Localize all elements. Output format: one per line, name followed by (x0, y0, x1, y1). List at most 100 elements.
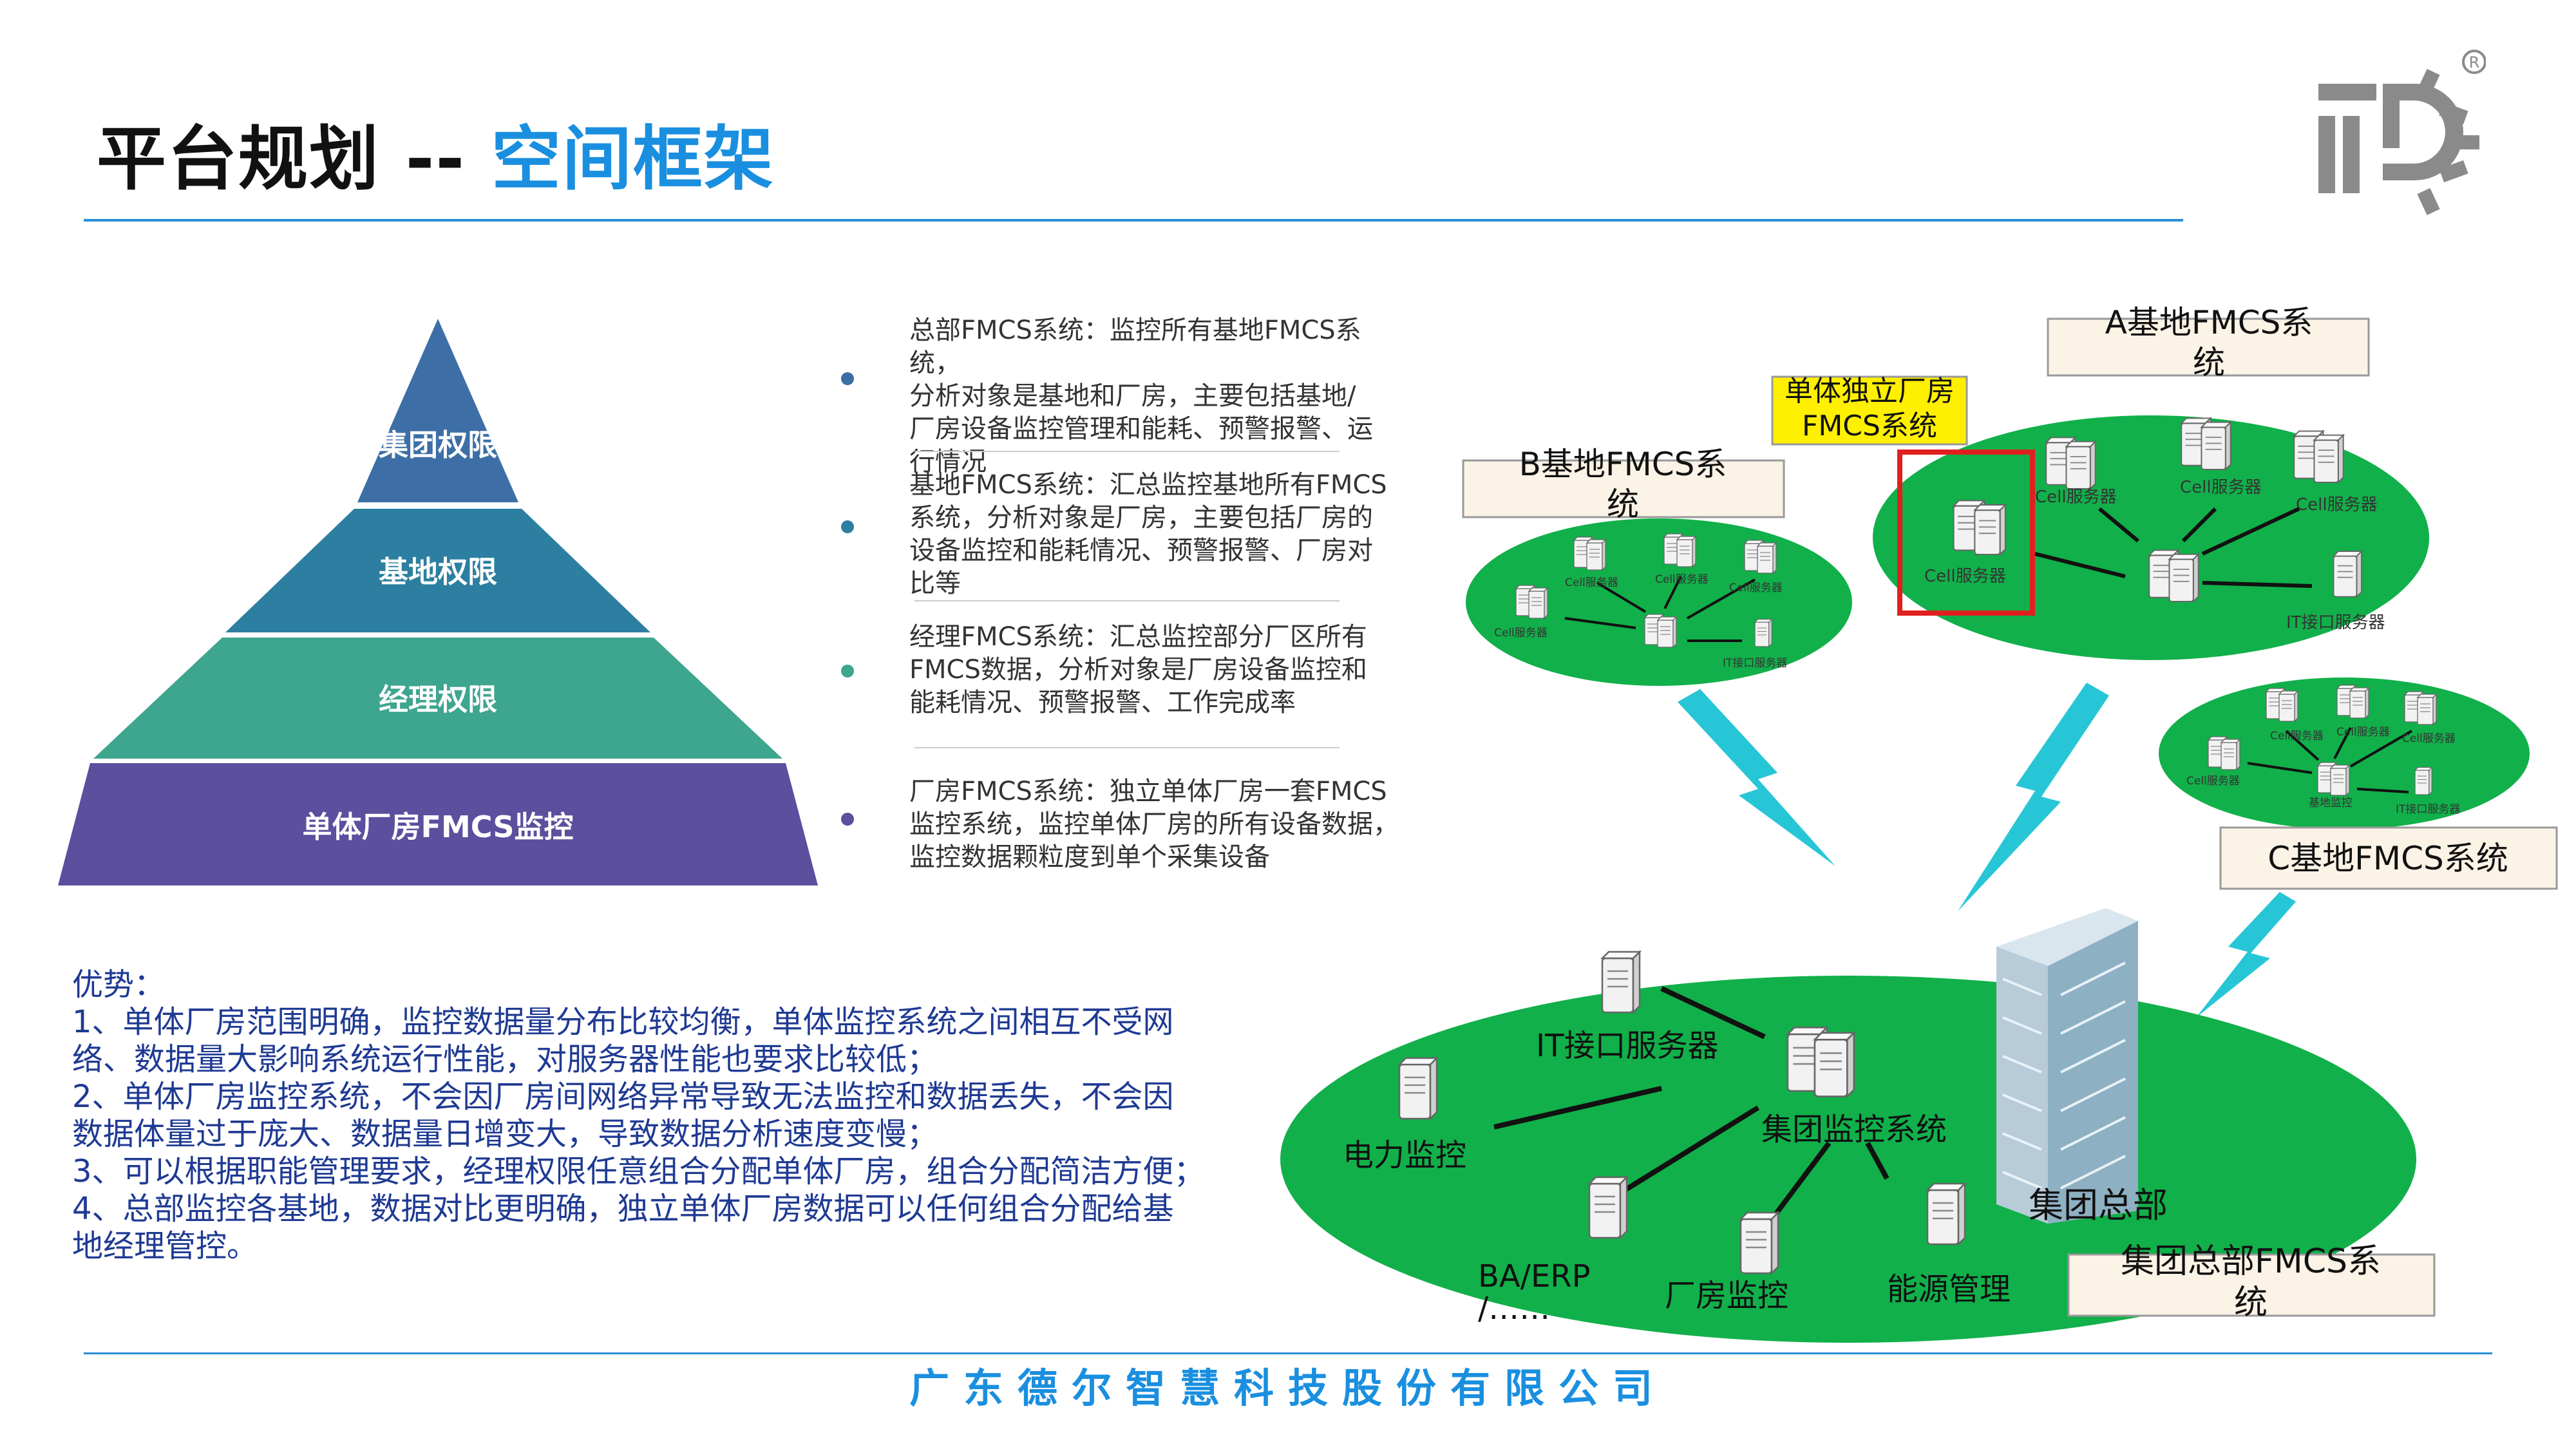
a-cell-server-icon (2181, 418, 2230, 469)
advantages-line: 1、单体厂房范围明确，监控数据量分布比较均衡，单体监控系统之间相互不受网 (72, 1004, 1174, 1040)
a-cell-label: Cell服务器 (2035, 488, 2117, 507)
a-base-ellipse (1873, 415, 2429, 660)
single-plant-label-2: FMCS系统 (1802, 410, 1937, 442)
a-cell-label: Cell服务器 (2180, 478, 2262, 497)
bullet-dot-4 (841, 813, 854, 826)
hq-building-icon (1996, 908, 2138, 1224)
desc-plant-line: 厂房FMCS系统：独立单体厂房一套FMCS (909, 777, 1387, 806)
desc-base-line: 设备监控和能耗情况、预警报警、厂房对 (909, 536, 1373, 565)
hq-power-server-icon (1398, 1057, 1438, 1120)
pyramid-level-1-label: 集团权限 (379, 428, 497, 462)
c-center-server-icon (2318, 762, 2349, 795)
c-center-label: 基地监控 (2309, 797, 2353, 810)
desc-base-line: 系统，分析对象是厂房，主要包括厂房的 (909, 503, 1373, 533)
single-plant-label-box (1771, 375, 1968, 446)
c-cell-server-icon (2337, 685, 2369, 718)
b-it-server-icon (1754, 619, 1772, 647)
desc-hq-line: 分析对象是基地和厂房，主要包括基地/ (909, 381, 1356, 411)
advantages-line: 络、数据量大影响系统运行性能，对服务器性能也要求比较低； (72, 1041, 938, 1077)
hq-it-label: IT接口服务器 (1536, 1028, 1718, 1064)
bullet-dot-2 (841, 520, 854, 533)
hq-it-server-icon (1601, 951, 1641, 1014)
pyramid-level-3-shape (93, 638, 782, 759)
a-cell-label: Cell服务器 (2296, 495, 2378, 515)
b-base-label-box (1462, 459, 1785, 518)
a-base-connections (2034, 507, 2313, 588)
single-plant-label: 单体独立厂房 (1785, 375, 1955, 408)
b-it-label: IT接口服务器 (1723, 657, 1787, 670)
desc-plant-line: 监控系统，监控单体厂房的所有设备数据， (909, 810, 1399, 839)
a-base-label-2: 统 (2193, 344, 2225, 381)
permission-pyramid (58, 319, 818, 886)
desc-manager: 经理FMCS系统：汇总监控部分厂区所有 FMCS数据，分析对象是厂房设备监控和 … (909, 621, 1412, 719)
c-cell-label: Cell服务器 (2336, 726, 2390, 739)
b-center-server-icon (1645, 614, 1676, 647)
a-base-label-box (2047, 317, 2370, 377)
c-base-connections (2247, 727, 2413, 793)
hq-group-server-icon (1788, 1027, 1854, 1096)
footer-rule (84, 1352, 2492, 1354)
pyramid-level-4-label: 单体厂房FMCS监控 (302, 810, 574, 844)
hq-system-label: 集团总部FMCS系 (2121, 1242, 2381, 1281)
footer-company: 广东德尔智慧科技股份有限公司 (909, 1365, 1667, 1412)
single-plant-highlight-box (1897, 450, 2035, 616)
a-cell-server-icon (1954, 500, 2005, 554)
svg-text:R: R (2469, 53, 2480, 71)
b-cell-label: Cell服务器 (1655, 573, 1709, 586)
b-cell-label: Cell服务器 (1494, 627, 1548, 639)
b-cell-server-icon (1516, 585, 1548, 618)
hq-ba-server-icon (1588, 1176, 1628, 1239)
c-base-label-box (2219, 826, 2558, 890)
desc-base-line: 比等 (909, 569, 961, 598)
pyramid-level-2-shape (225, 509, 650, 632)
title-sub: 空间框架 (491, 119, 775, 200)
advantages-line: 数据体量过于庞大、数据量日增变大，导致数据分析速度变慢； (72, 1116, 938, 1152)
advantages-line: 3、可以根据职能管理要求，经理权限任意组合分配单体厂房，组合分配简洁方便； (72, 1153, 1205, 1189)
c-base-label: C基地FMCS系统 (2268, 840, 2508, 877)
hq-plant-server-icon (1739, 1211, 1779, 1274)
advantages-line: 地经理管控。 (72, 1228, 258, 1264)
hq-plant-label: 厂房监控 (1665, 1278, 1788, 1314)
advantages-line: 4、总部监控各基地，数据对比更明确，独立单体厂房数据可以任何组合分配给基 (72, 1191, 1174, 1227)
b-cell-label: Cell服务器 (1729, 582, 1783, 594)
a-cell-server-icon (2046, 437, 2095, 489)
pyramid-level-4-shape (58, 763, 818, 886)
desc-base: 基地FMCS系统：汇总监控基地所有FMCS 系统，分析对象是厂房，主要包括厂房的… (909, 469, 1412, 600)
desc-separator (914, 600, 1340, 601)
a-center-server-icon (2149, 550, 2198, 601)
advantages-line: 2、单体厂房监控系统，不会因厂房间网络异常导致无法监控和数据丢失，不会因 (72, 1079, 1174, 1115)
hq-ba-label: BA/ERP (1478, 1258, 1591, 1294)
hq-group-label: 集团监控系统 (1761, 1112, 1947, 1148)
c-it-server-icon (2414, 767, 2432, 795)
hq-energy-label: 能源管理 (1887, 1271, 2011, 1307)
hq-power-label: 电力监控 (1343, 1137, 1466, 1173)
b-cell-server-icon (1664, 534, 1696, 567)
c-cell-label: Cell服务器 (2186, 775, 2240, 788)
desc-manager-line: 经理FMCS系统：汇总监控部分厂区所有 (909, 622, 1367, 652)
desc-separator (914, 747, 1340, 748)
c-it-label: IT接口服务器 (2396, 803, 2460, 816)
desc-hq: 总部FMCS系统：监控所有基地FMCS系统， 分析对象是基地和厂房，主要包括基地… (909, 314, 1412, 478)
b-cell-server-icon (1745, 540, 1776, 573)
b-base-label: B基地FMCS系 (1519, 446, 1727, 483)
desc-manager-line: FMCS数据，分析对象是厂房设备监控和 (909, 655, 1367, 685)
hq-energy-server-icon (1926, 1182, 1966, 1245)
pyramid-level-2-label: 基地权限 (379, 554, 497, 589)
hq-system-label-2: 统 (2234, 1283, 2268, 1322)
desc-separator (914, 451, 1340, 452)
pyramid-level-1-shape (357, 319, 518, 502)
desc-plant: 厂房FMCS系统：独立单体厂房一套FMCS 监控系统，监控单体厂房的所有设备数据… (909, 775, 1412, 874)
c-cell-server-icon (2405, 692, 2436, 724)
a-cell-label: Cell服务器 (1924, 567, 2006, 586)
desc-hq-line: 厂房设备监控管理和能耗、预警报警、运 (909, 414, 1373, 444)
c-cell-label: Cell服务器 (2270, 730, 2324, 743)
a-it-server-icon (2333, 551, 2362, 598)
c-cell-server-icon (2266, 688, 2298, 721)
advantages-heading: 优势： (72, 967, 166, 1003)
a-it-label: IT接口服务器 (2286, 613, 2385, 632)
b-base-label-2: 统 (1607, 486, 1639, 523)
pyramid-level-3-label: 经理权限 (379, 682, 497, 717)
desc-base-line: 基地FMCS系统：汇总监控基地所有FMCS (909, 470, 1387, 500)
c-cell-server-icon (2208, 737, 2240, 770)
